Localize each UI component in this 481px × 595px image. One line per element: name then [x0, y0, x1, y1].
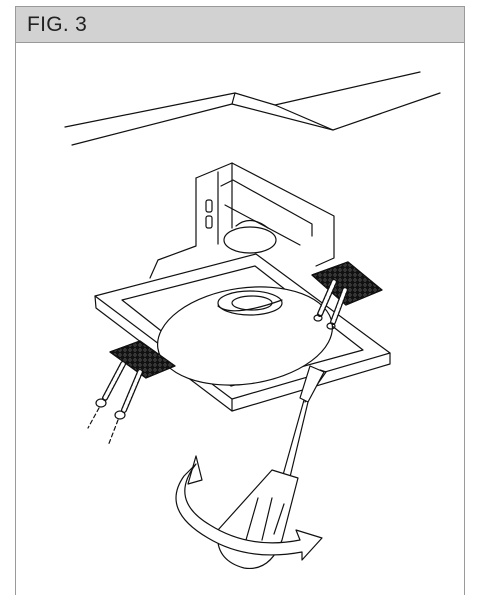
figure-header: FIG. 3: [16, 7, 464, 43]
spring-clip-icon: [311, 261, 383, 306]
ceiling-icon: [64, 71, 441, 146]
rotation-arrow-icon: [175, 455, 323, 561]
screw-icon: [87, 361, 143, 447]
spring-clip-icon: [109, 340, 176, 379]
downlight-trim-icon: [94, 253, 391, 412]
figure-frame: FIG. 3: [15, 6, 465, 595]
figure-label: FIG. 3: [27, 13, 88, 36]
screw-icon: [313, 279, 348, 330]
housing-icon: [149, 162, 335, 279]
